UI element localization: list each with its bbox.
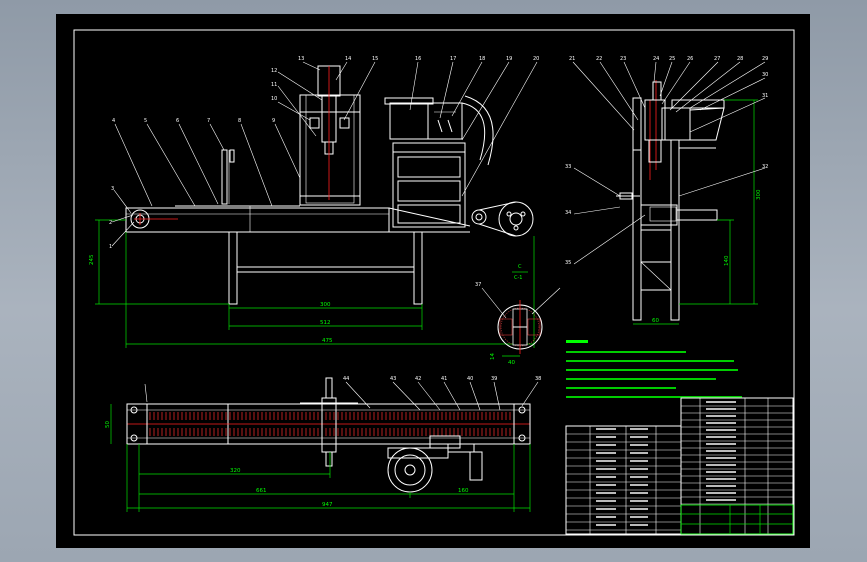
balloon-18: 18 — [479, 56, 485, 62]
front-view-leaders: 1 2 3 4 5 6 7 8 9 10 11 12 13 14 15 16 1… — [109, 56, 539, 250]
balloon-11: 11 — [271, 82, 277, 88]
chain-links — [149, 412, 511, 436]
balloon-10: 10 — [271, 96, 277, 102]
dim-plan-c: 160 — [458, 488, 469, 494]
section-detail: C C-1 14 40 — [481, 264, 561, 366]
balloon-3: 3 — [111, 186, 114, 192]
front-view — [125, 65, 534, 305]
balloon-32: 32 — [762, 164, 768, 170]
balloon-14: 14 — [345, 56, 351, 62]
balloon-2: 2 — [109, 220, 112, 226]
balloon-44: 44 — [343, 376, 349, 382]
balloon-24: 24 — [653, 56, 659, 62]
dim-main-inner: 300 — [320, 302, 331, 308]
balloon-19: 19 — [506, 56, 512, 62]
balloon-26: 26 — [687, 56, 693, 62]
dim-plan-a: 320 — [230, 468, 241, 474]
balloon-34: 34 — [565, 210, 571, 216]
balloon-38: 38 — [535, 376, 541, 382]
plan-view — [126, 377, 531, 493]
dim-main-span: 512 — [320, 320, 331, 326]
bom-rows-right — [681, 401, 793, 505]
section-label-bottom: C-1 — [514, 275, 522, 281]
balloon-20: 20 — [533, 56, 539, 62]
balloon-31: 31 — [762, 93, 768, 99]
balloon-22: 22 — [596, 56, 602, 62]
balloon-4: 4 — [112, 118, 115, 124]
balloon-12: 12 — [271, 68, 277, 74]
dim-side-height: 300 — [756, 189, 762, 200]
front-view-dimensions: 245 300 512 475 — [89, 219, 535, 348]
dim-detail-side: 40 — [508, 360, 515, 366]
balloon-23: 23 — [620, 56, 626, 62]
plan-view-dimensions: 50 320 661 160 947 — [105, 404, 531, 512]
section-label-top: C — [518, 264, 522, 270]
dim-side-width: 60 — [652, 318, 659, 324]
dim-detail: 14 — [490, 353, 496, 360]
side-view-dimensions: 300 140 60 — [633, 99, 762, 325]
inner-frame — [73, 29, 795, 536]
balloon-29: 29 — [762, 56, 768, 62]
balloon-41: 41 — [441, 376, 447, 382]
balloon-40: 40 — [467, 376, 473, 382]
balloon-42: 42 — [415, 376, 421, 382]
technical-notes — [566, 340, 742, 398]
balloon-37: 37 — [475, 282, 481, 288]
balloon-33: 33 — [565, 164, 571, 170]
dim-main-height: 245 — [89, 254, 95, 265]
balloon-25: 25 — [669, 56, 675, 62]
balloon-7: 7 — [207, 118, 210, 124]
dim-main-total: 475 — [322, 338, 333, 344]
dim-plan-b: 661 — [256, 488, 267, 494]
balloon-28: 28 — [737, 56, 743, 62]
balloon-43: 43 — [390, 376, 396, 382]
drawing-sheet — [56, 14, 810, 548]
dim-side-low: 140 — [724, 255, 730, 266]
plan-view-leaders: 44 43 42 41 40 39 38 37 — [144, 282, 541, 411]
dim-plan-width: 50 — [105, 421, 111, 428]
balloon-9: 9 — [272, 118, 275, 124]
balloon-5: 5 — [144, 118, 147, 124]
balloon-13: 13 — [298, 56, 304, 62]
balloon-1: 1 — [109, 244, 112, 250]
side-view-leaders: 21 22 23 24 25 26 27 28 29 30 31 32 33 3… — [565, 56, 768, 266]
title-block — [565, 397, 794, 535]
balloon-21: 21 — [569, 56, 575, 62]
dim-plan-total: 947 — [322, 502, 333, 508]
balloon-15: 15 — [372, 56, 378, 62]
balloon-39: 39 — [491, 376, 497, 382]
bom-rows-left — [566, 428, 681, 531]
balloon-27: 27 — [714, 56, 720, 62]
balloon-8: 8 — [238, 118, 241, 124]
balloon-35: 35 — [565, 260, 571, 266]
balloon-16: 16 — [415, 56, 421, 62]
balloon-30: 30 — [762, 72, 768, 78]
balloon-6: 6 — [176, 118, 179, 124]
balloon-17: 17 — [450, 56, 456, 62]
